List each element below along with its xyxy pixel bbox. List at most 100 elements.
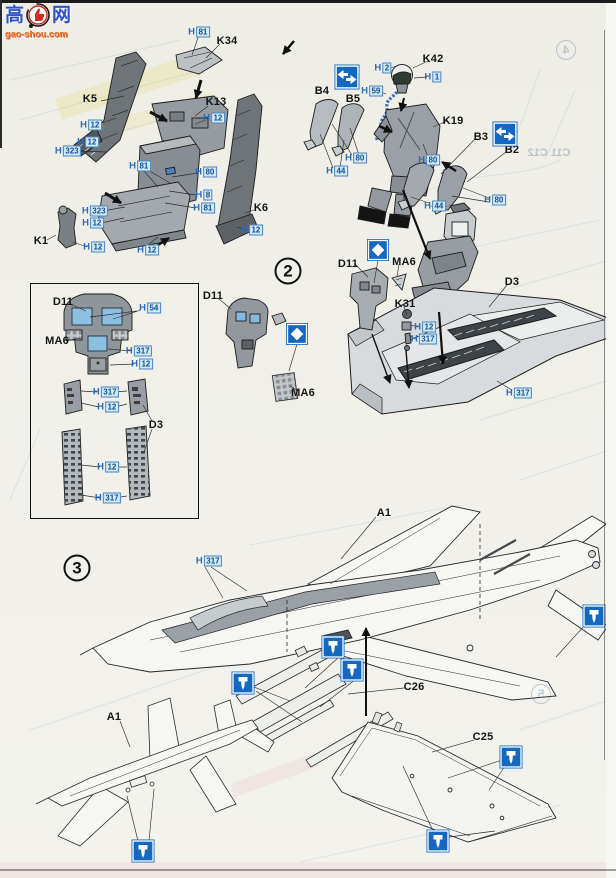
part-label-b5: B5 [345, 93, 361, 105]
paint-code: 80 [202, 166, 217, 178]
paint-prefix: H [326, 165, 333, 176]
part-label-ma6: MA6 [45, 335, 69, 347]
part-label-b4: B4 [314, 85, 330, 97]
drill-holes-icon [426, 829, 450, 853]
part-label-k13: K13 [205, 96, 227, 108]
part-label-d3: D3 [504, 276, 520, 288]
c25-wing-art [305, 711, 557, 843]
paint-prefix: H [193, 202, 200, 213]
paint-prefix: H [424, 200, 431, 211]
part-label-c26: C26 [403, 681, 425, 693]
paint-prefix: H [345, 152, 352, 163]
paint-prefix: H [94, 492, 102, 503]
step-2-label: 2 [283, 261, 293, 280]
paint-code: 2 [382, 62, 392, 74]
paint-code: 12 [421, 321, 436, 333]
paint-prefix: H [137, 244, 144, 255]
thumb-up-icon [25, 2, 51, 30]
paint-code: 317 [203, 555, 223, 567]
paint-prefix: H [81, 205, 89, 216]
part-label-d11: D11 [337, 258, 359, 270]
mirror-arrows-icon [334, 64, 360, 90]
paint-code: 12 [138, 358, 153, 370]
paint-code: 44 [431, 200, 446, 212]
leader-lines [46, 34, 586, 842]
paint-code: 54 [146, 302, 161, 314]
paint-prefix: H [484, 194, 491, 205]
paint-prefix: H [82, 217, 89, 228]
paint-code: 80 [425, 154, 440, 166]
seat-rails-art [57, 46, 263, 252]
paint-code: 12 [104, 461, 119, 473]
part-label-k19: K19 [442, 115, 464, 127]
step-2-number: 2 [274, 257, 302, 285]
paint-prefix: H [97, 401, 104, 412]
paint-prefix: H [139, 302, 146, 313]
step-3-number: 3 [63, 554, 91, 582]
paint-prefix: H [361, 85, 368, 96]
part-label-k31: K31 [394, 298, 416, 310]
paint-prefix: H [129, 160, 136, 171]
part-label-k6: K6 [253, 202, 269, 214]
paint-prefix: H [505, 387, 513, 398]
part-label-ma6: MA6 [392, 256, 416, 268]
drill-holes-icon [582, 604, 606, 628]
drill-holes-icon [231, 671, 255, 695]
paint-code: 12 [144, 244, 159, 256]
paint-prefix: H [195, 555, 203, 566]
paint-code: 323 [62, 145, 82, 157]
watermark-logo: 高 网 gao-shou.com [5, 2, 77, 39]
part-label-ma6: MA6 [291, 387, 315, 399]
paint-prefix: H [131, 358, 138, 369]
panel-and-k31-art [349, 267, 412, 351]
part-label-k34: K34 [216, 35, 238, 47]
paint-prefix: H [54, 145, 62, 156]
part-label-k5: K5 [82, 93, 98, 105]
paint-prefix: H [195, 189, 203, 200]
assembly-arrows [104, 40, 457, 716]
paint-code: 12 [87, 119, 102, 131]
paint-code: 12 [90, 241, 105, 253]
part-label-b2: B2 [504, 144, 520, 156]
paint-prefix: H [418, 154, 425, 165]
mirror-arrows-icon [492, 121, 518, 147]
paint-code: 317 [418, 333, 438, 345]
drill-holes-icon [499, 745, 523, 769]
paint-prefix: H [410, 333, 418, 344]
paint-prefix: H [374, 62, 382, 73]
paint-code: 44 [333, 165, 348, 177]
paint-prefix: H [97, 461, 104, 472]
paint-code: 12 [89, 217, 104, 229]
detail-box-panels-art [61, 293, 151, 506]
instrument-panel-mid-art [225, 297, 299, 402]
ejection-seat-art [411, 202, 479, 313]
aircraft-top-view-art [79, 505, 609, 701]
paint-prefix: H [125, 345, 133, 356]
aircraft-bottom-view-art [35, 697, 275, 847]
paint-code: 1 [432, 71, 442, 83]
paint-prefix: H [92, 386, 100, 397]
paint-prefix: H [77, 136, 84, 147]
paint-code: 81 [136, 160, 151, 172]
paint-code: 12 [104, 401, 119, 413]
part-label-b3: B3 [473, 131, 489, 143]
